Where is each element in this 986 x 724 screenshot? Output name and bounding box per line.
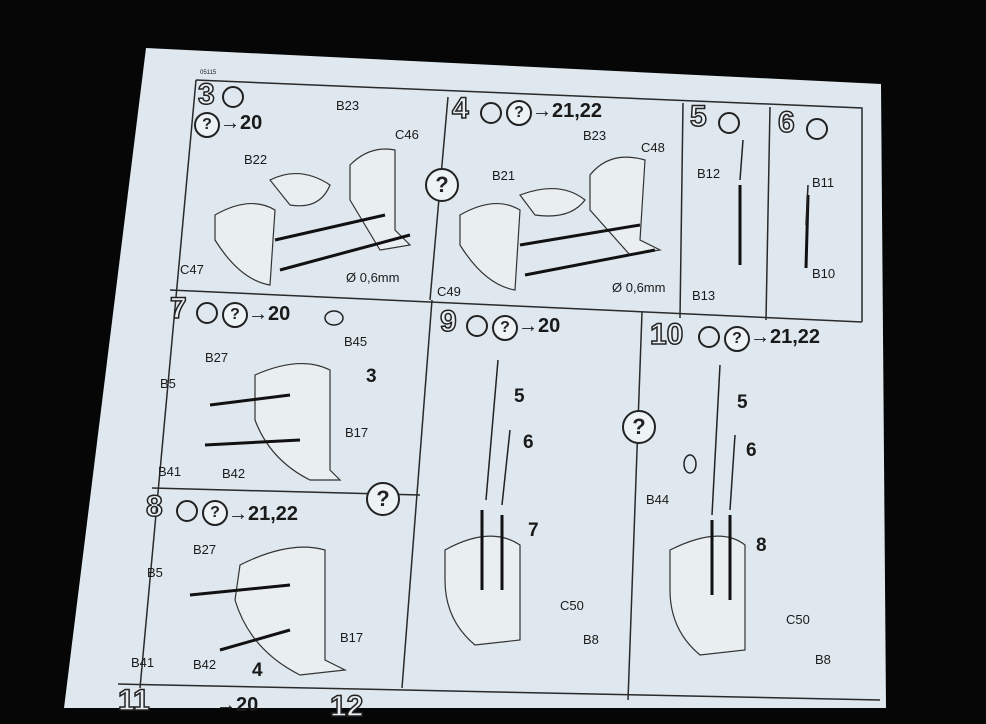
option-icon: ? bbox=[194, 112, 220, 138]
glue-icon bbox=[176, 500, 198, 522]
part-label: B17 bbox=[345, 425, 369, 440]
part-label: B10 bbox=[812, 266, 836, 281]
part-label: B21 bbox=[492, 168, 516, 183]
option-switch-icon: ? bbox=[622, 410, 656, 444]
step-4-ref: →21,22 bbox=[532, 100, 603, 122]
callout-number: 5 bbox=[514, 386, 525, 407]
part-label: B5 bbox=[160, 376, 176, 391]
callout-number: 8 bbox=[756, 535, 767, 556]
panel-grid bbox=[117, 79, 881, 701]
part-label: B8 bbox=[583, 632, 599, 647]
step-8-number: 8 bbox=[145, 489, 163, 524]
step-10-ref: →21,22 bbox=[750, 326, 821, 348]
step-11-number: 11 bbox=[117, 683, 150, 718]
option-icon: ? bbox=[202, 500, 228, 526]
step-5-number: 5 bbox=[689, 99, 707, 134]
callout-number: 4 bbox=[252, 660, 263, 681]
part-label: B42 bbox=[222, 466, 246, 481]
part-label: C48 bbox=[641, 140, 665, 155]
part-drawings bbox=[214, 148, 746, 676]
part-label: B17 bbox=[340, 630, 364, 645]
glue-icon bbox=[480, 102, 502, 124]
glue-icon bbox=[196, 302, 218, 324]
option-icon: ? bbox=[724, 326, 750, 352]
part-label: B22 bbox=[244, 152, 268, 167]
callout-number: 7 bbox=[528, 520, 539, 541]
option-switch-icon: ? bbox=[366, 482, 400, 516]
part-label: B41 bbox=[131, 655, 155, 670]
antenna-parts bbox=[324, 139, 809, 516]
part-label: B42 bbox=[193, 657, 217, 672]
option-switch-icon: ? bbox=[425, 168, 459, 202]
step-8-ref: →21,22 bbox=[228, 503, 299, 525]
drill-note: Ø 0,6mm bbox=[346, 270, 400, 285]
step-11-ref: →20 bbox=[216, 694, 259, 716]
glue-icon bbox=[718, 112, 740, 134]
step-7-number: 7 bbox=[169, 291, 187, 326]
part-label: B5 bbox=[147, 565, 163, 580]
callout-number: 6 bbox=[746, 440, 757, 461]
part-label: B44 bbox=[646, 492, 670, 507]
step-3-ref: →20 bbox=[220, 112, 263, 134]
part-label: B12 bbox=[697, 166, 721, 181]
callout-number: 6 bbox=[523, 432, 534, 453]
step-9-number: 9 bbox=[439, 304, 457, 339]
glue-icon bbox=[466, 315, 488, 337]
step-3-number: 3 bbox=[197, 77, 215, 112]
step-6-number: 6 bbox=[777, 105, 795, 140]
part-label: B23 bbox=[336, 98, 360, 113]
sheet-code: 05115 bbox=[200, 70, 217, 76]
callout-number: 5 bbox=[737, 392, 748, 413]
drill-note: Ø 0,6mm bbox=[612, 280, 666, 295]
callout-number: 3 bbox=[366, 366, 377, 387]
part-label: C46 bbox=[395, 127, 419, 142]
glue-icon bbox=[698, 326, 720, 348]
option-icon: ? bbox=[222, 302, 248, 328]
part-label: B11 bbox=[812, 175, 835, 190]
part-label: B13 bbox=[692, 288, 716, 303]
part-label: C50 bbox=[560, 598, 584, 613]
step-12-number: 12 bbox=[329, 689, 364, 724]
step-7-ref: →20 bbox=[248, 303, 291, 325]
part-label: B8 bbox=[815, 652, 831, 667]
part-label: B27 bbox=[193, 542, 217, 557]
glue-icon bbox=[806, 118, 828, 140]
part-label: B41 bbox=[158, 464, 182, 479]
part-label: B45 bbox=[344, 334, 368, 349]
part-label: B23 bbox=[583, 128, 607, 143]
option-icon: ? bbox=[492, 315, 518, 341]
part-label: C50 bbox=[786, 612, 810, 627]
part-label: C47 bbox=[180, 262, 204, 277]
step-9-ref: →20 bbox=[518, 315, 561, 337]
step-4-number: 4 bbox=[451, 91, 469, 126]
step-10-number: 10 bbox=[649, 317, 684, 352]
part-label: B27 bbox=[205, 350, 229, 365]
glue-icon bbox=[222, 86, 244, 108]
assembly-arrows bbox=[189, 185, 810, 652]
part-label: C49 bbox=[437, 284, 461, 299]
option-icon: ? bbox=[506, 100, 532, 126]
